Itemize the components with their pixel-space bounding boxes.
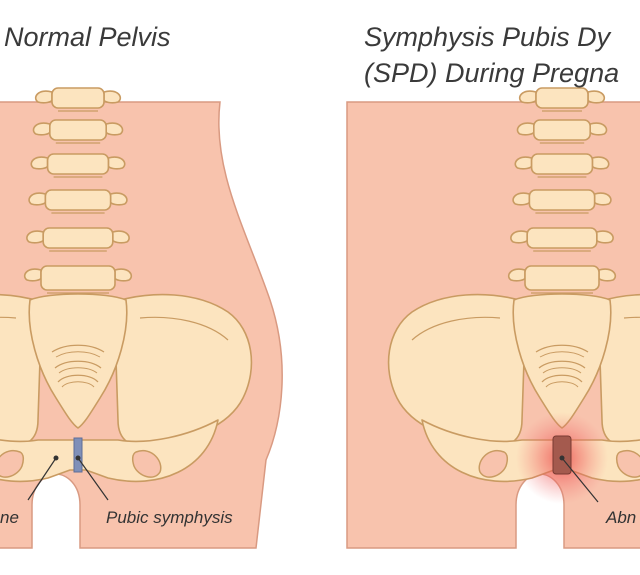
sacral-ridge-3 (57, 374, 99, 383)
sacral-ridge-1 (51, 344, 105, 353)
left-fossa-line (0, 316, 17, 319)
vertebra-process-right-1 (587, 90, 606, 104)
normal-pelvis-panel (0, 87, 283, 549)
vertebra-1 (535, 87, 589, 109)
left-fossa-line (411, 316, 501, 341)
abnormal-label: Abn (606, 508, 637, 527)
vertebra-process-right-2 (589, 122, 608, 136)
vertebra-process-left-3 (30, 156, 49, 170)
left-obturator-foramen (0, 449, 25, 478)
vertebra-process-left-6 (23, 268, 42, 282)
vertebra-3 (530, 153, 594, 175)
vertebra-4 (528, 189, 596, 211)
vertebra-3 (46, 153, 110, 175)
spd-title-line-1: Symphysis Pubis Dy (364, 22, 611, 52)
sacral-ridge-2 (54, 360, 102, 369)
sacral-ridge-inner-2 (58, 367, 98, 374)
spd-pelvis-panel (346, 87, 640, 549)
normal-pelvis-title: Normal Pelvis (4, 22, 171, 52)
vertebra-5 (42, 227, 114, 249)
vertebra-process-right-3 (107, 156, 126, 170)
vertebra-process-left-5 (510, 230, 528, 244)
vertebra-6 (524, 265, 600, 291)
vertebra-process-right-4 (593, 192, 612, 206)
bone-pointer-dot (53, 455, 59, 461)
vertebra-process-right-6 (114, 268, 133, 282)
sacral-ridge-inner-1 (539, 351, 585, 358)
vertebra-process-right-3 (591, 156, 610, 170)
sacral-ridge-inner-3 (61, 381, 95, 388)
right-fossa-line (139, 316, 229, 341)
right-obturator-foramen (131, 449, 162, 478)
sacral-ridge-1 (535, 344, 589, 353)
vertebra-1 (51, 87, 105, 109)
vertebra-process-left-1 (518, 90, 537, 104)
vertebra-process-left-4 (512, 192, 531, 206)
symphysis-pointer-line (77, 457, 109, 501)
abnormal-pointer-line (561, 457, 599, 503)
left-obturator-foramen (478, 449, 509, 478)
pubic-symphysis-label: Pubic symphysis (106, 508, 233, 527)
vertebra-process-left-2 (516, 122, 535, 136)
vertebra-2 (48, 119, 108, 141)
vertebra-process-right-5 (596, 230, 614, 244)
pubic-arch (0, 419, 219, 483)
widened-symphysis-gap (552, 435, 572, 475)
vertebra-process-right-6 (598, 268, 617, 282)
spd-title-line-2: (SPD) During Pregna (364, 58, 620, 88)
sacral-ridge-inner-1 (55, 351, 101, 358)
pubic-symphysis-band (73, 437, 83, 473)
symphysis-pointer-dot (75, 455, 81, 461)
vertebra-6 (40, 265, 116, 291)
vertebra-process-right-2 (105, 122, 124, 136)
vertebra-process-left-4 (28, 192, 47, 206)
vertebra-process-left-6 (507, 268, 526, 282)
vertebra-4 (44, 189, 112, 211)
vertebra-process-right-5 (112, 230, 130, 244)
vertebra-process-left-1 (34, 90, 53, 104)
vertebra-process-left-2 (32, 122, 51, 136)
abnormal-pointer-dot (559, 455, 565, 461)
sacral-ridge-inner-3 (545, 381, 579, 388)
sacral-ridge-3 (541, 374, 583, 383)
vertebra-process-right-4 (109, 192, 128, 206)
right-fossa-line (623, 316, 640, 319)
bone-label: ne (0, 508, 19, 527)
sacral-ridge-2 (538, 360, 586, 369)
vertebra-2 (532, 119, 591, 141)
vertebra-process-right-1 (103, 90, 122, 104)
vertebra-process-left-3 (514, 156, 533, 170)
vertebra-5 (526, 227, 598, 249)
vertebra-process-left-5 (26, 230, 44, 244)
sacral-ridge-inner-2 (542, 367, 582, 374)
bone-pointer-line (27, 457, 57, 501)
